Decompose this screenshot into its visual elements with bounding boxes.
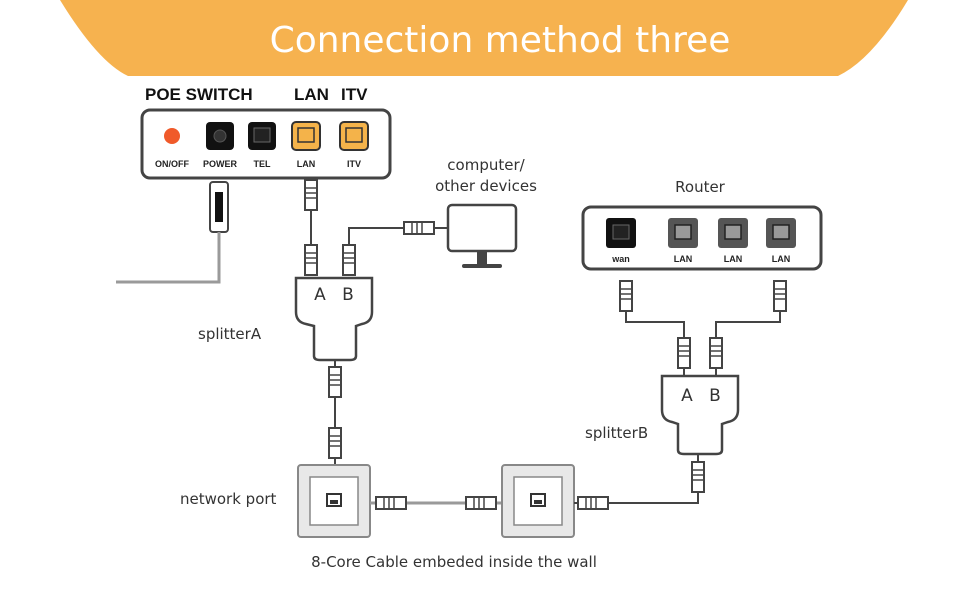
power-led-icon xyxy=(164,128,180,144)
rj45-plug-icon xyxy=(465,496,497,510)
title-banner xyxy=(60,0,908,76)
wan-port-icon xyxy=(606,218,636,248)
itv-port-icon xyxy=(339,121,369,151)
power-cable xyxy=(116,232,221,284)
page-title: Connection method three xyxy=(270,20,731,61)
router-port-label-lan2: LAN xyxy=(724,254,743,264)
router-port-label-lan1: LAN xyxy=(674,254,693,264)
splitter-b-label: splitterB xyxy=(585,424,648,442)
port-label-tel: TEL xyxy=(254,159,272,169)
splitter-a xyxy=(294,276,374,362)
wall-socket-icon xyxy=(501,464,575,538)
port-label-onoff: ON/OFF xyxy=(155,159,189,169)
splitter-b-port-b: B xyxy=(709,386,721,406)
router-port-label-wan: wan xyxy=(611,254,630,264)
port-label-power: POWER xyxy=(203,159,238,169)
port-label-lan: LAN xyxy=(297,159,316,169)
computer-label-line2: other devices xyxy=(435,177,537,195)
router-box xyxy=(581,205,823,271)
rj45-plug-icon xyxy=(677,337,691,369)
power-plug-icon xyxy=(209,181,229,233)
network-port-label: network port xyxy=(180,490,277,508)
router-port-label-lan3: LAN xyxy=(772,254,791,264)
poe-switch-label: POE SWITCH xyxy=(145,85,253,104)
computer-label-line1: computer/ xyxy=(447,156,525,174)
tel-port-icon xyxy=(248,122,276,150)
wall-socket-icon xyxy=(297,464,371,538)
splitter-b xyxy=(660,374,740,456)
splitter-a-label: splitterA xyxy=(198,325,262,343)
rj45-plug-icon xyxy=(773,280,787,312)
poe-lan-label: LAN xyxy=(294,85,329,104)
rj45-plug-icon xyxy=(342,244,356,276)
rj45-plug-icon xyxy=(304,244,318,276)
rj45-plug-icon xyxy=(304,179,318,211)
rj45-plug-icon xyxy=(328,366,342,398)
splitter-a-port-a: A xyxy=(314,285,326,305)
power-jack-icon xyxy=(206,122,234,150)
router-lan-port-icon xyxy=(668,218,698,248)
rj45-plug-icon xyxy=(691,461,705,493)
port-label-itv: ITV xyxy=(347,159,361,169)
router-lan-port-icon xyxy=(766,218,796,248)
rj45-plug-icon xyxy=(403,221,435,235)
monitor-icon xyxy=(446,203,518,268)
lan-port-icon xyxy=(291,121,321,151)
router-label: Router xyxy=(675,178,726,196)
splitter-b-port-a: A xyxy=(681,386,693,406)
rj45-plug-icon xyxy=(619,280,633,312)
rj45-plug-icon xyxy=(577,496,609,510)
rj45-plug-icon xyxy=(375,496,407,510)
wall-cable-caption: 8-Core Cable embeded inside the wall xyxy=(311,553,597,571)
poe-itv-label: ITV xyxy=(341,85,368,104)
router-lan-port-icon xyxy=(718,218,748,248)
rj45-plug-icon xyxy=(328,427,342,459)
splitter-a-port-b: B xyxy=(342,285,354,305)
rj45-plug-icon xyxy=(709,337,723,369)
